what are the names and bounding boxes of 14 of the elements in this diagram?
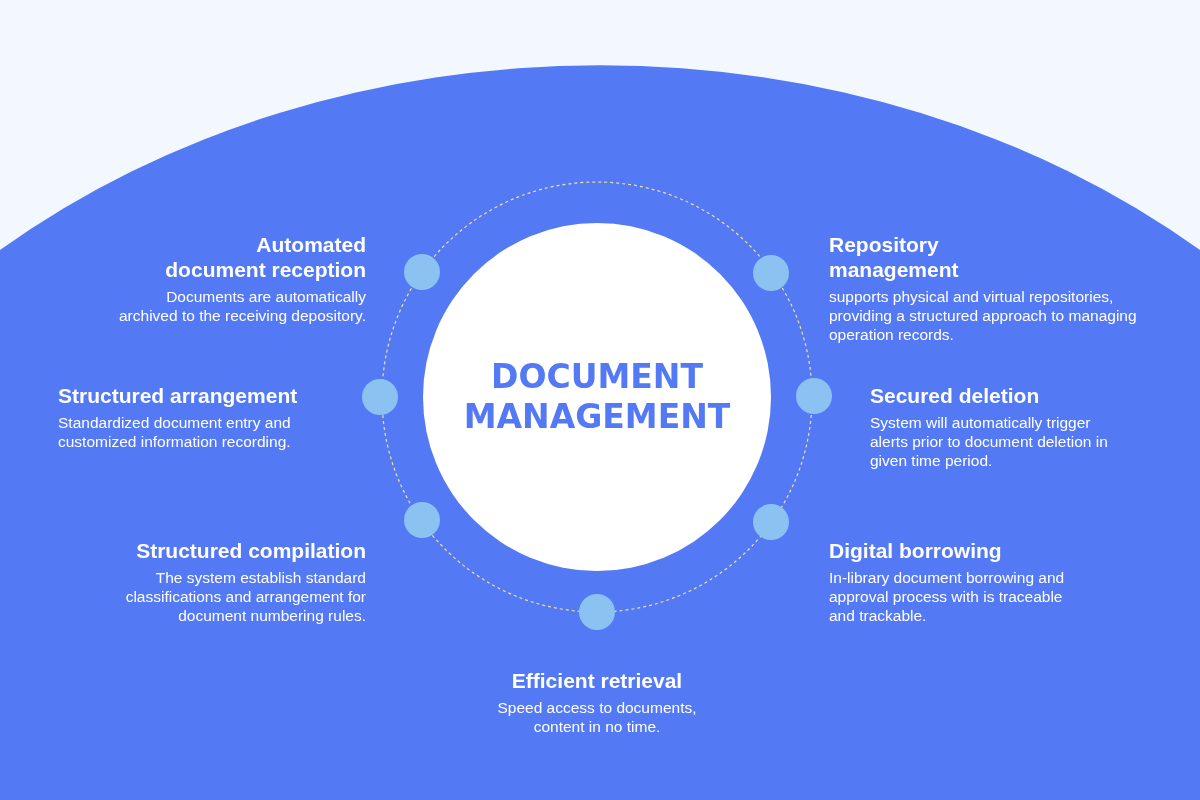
item-heading: Repository management [829,232,960,282]
item-heading: Digital borrowing [829,538,1002,563]
item-description: The system establish standard classifications and arrangement for document numbering rules. [124,568,366,625]
item-heading: Automated document reception [164,232,366,282]
item-description: supports physical and virtual repositories, providing a structured approach to managing operation records. [829,287,1138,344]
item-heading: Efficient retrieval [511,668,683,693]
item-description: Documents are automatically archived to the receiving depository. [118,287,366,325]
item-description: System will automatically trigger alerts prior to document deletion in given time period. [870,413,1109,470]
item-description: Standardized document entry and customized information recording. [58,413,292,451]
item-heading: Structured arrangement [58,383,298,408]
item-description: Speed access to documents, content in no time. [496,698,698,736]
item-heading: Structured compilation [136,538,366,563]
item-heading: Secured deletion [870,383,1040,408]
item-description: In-library document borrowing and approval process with is traceable and trackable. [829,568,1066,625]
